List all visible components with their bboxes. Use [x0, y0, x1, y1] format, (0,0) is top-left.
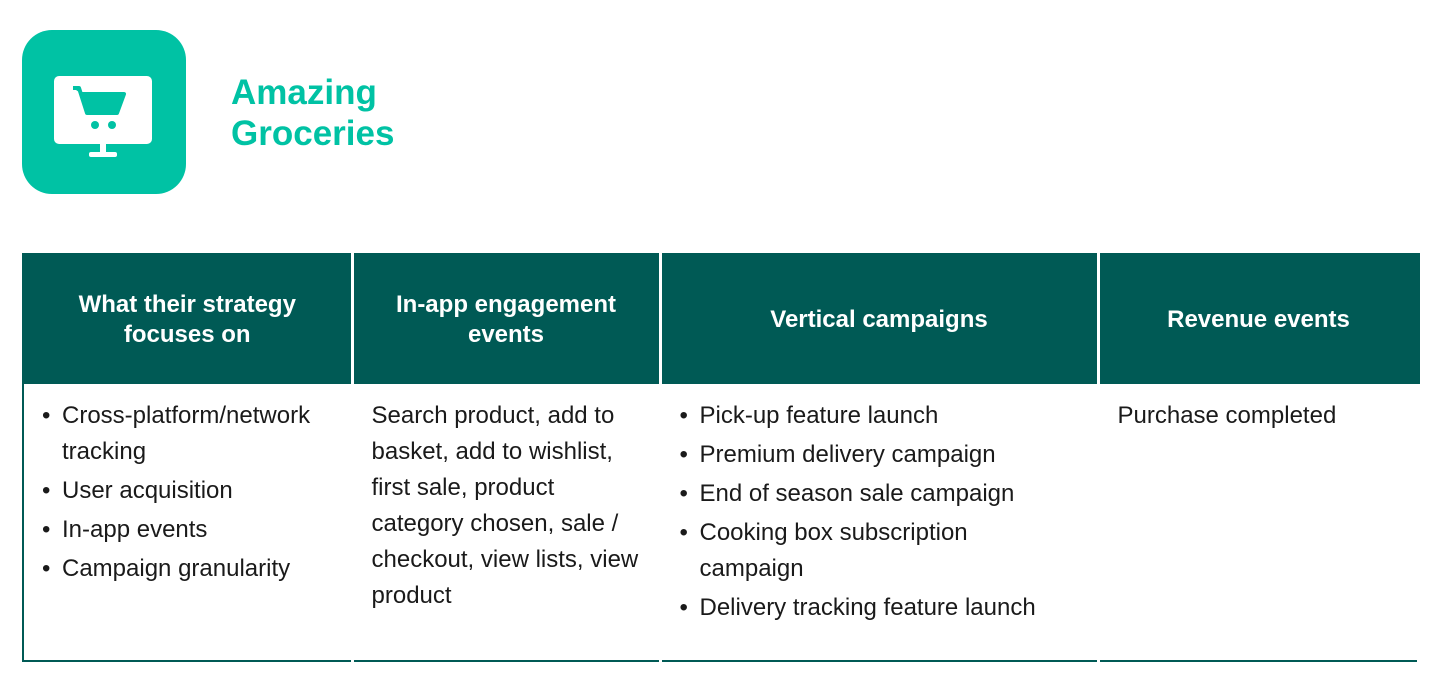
brand-name: Amazing Groceries	[231, 72, 394, 154]
cell-strategy: Cross-platform/network tracking User acq…	[23, 384, 354, 661]
list-item: In-app events	[42, 512, 333, 548]
header-revenue: Revenue events	[1098, 254, 1419, 384]
cell-revenue: Purchase completed	[1098, 384, 1420, 661]
brand-line-2: Groceries	[231, 114, 395, 153]
cell-campaigns: Pick-up feature launch Premium delivery …	[660, 384, 1100, 661]
table-row: Cross-platform/network tracking User acq…	[23, 384, 1420, 661]
list-item: User acquisition	[42, 473, 333, 509]
list-item: Cooking box subscription campaign	[680, 515, 1079, 587]
strategy-table: What their strategy focuses on In-app en…	[22, 253, 1420, 662]
monitor-shopping-cart-icon	[54, 76, 152, 158]
list-item: Campaign granularity	[42, 551, 333, 587]
table-header-row: What their strategy focuses on In-app en…	[23, 254, 1419, 384]
brand-line-1: Amazing	[231, 73, 377, 112]
cell-engagement: Search product, add to basket, add to wi…	[352, 384, 662, 661]
app-logo	[22, 30, 186, 194]
header-engagement: In-app engagement events	[352, 254, 662, 384]
header-strategy: What their strategy focuses on	[23, 254, 354, 384]
list-item: Delivery tracking feature launch	[680, 590, 1079, 626]
list-item: Premium delivery campaign	[680, 437, 1079, 473]
list-item: Pick-up feature launch	[680, 398, 1079, 434]
header-campaigns: Vertical campaigns	[660, 254, 1100, 384]
list-item: End of season sale campaign	[680, 476, 1079, 512]
list-item: Cross-platform/network tracking	[42, 398, 333, 470]
